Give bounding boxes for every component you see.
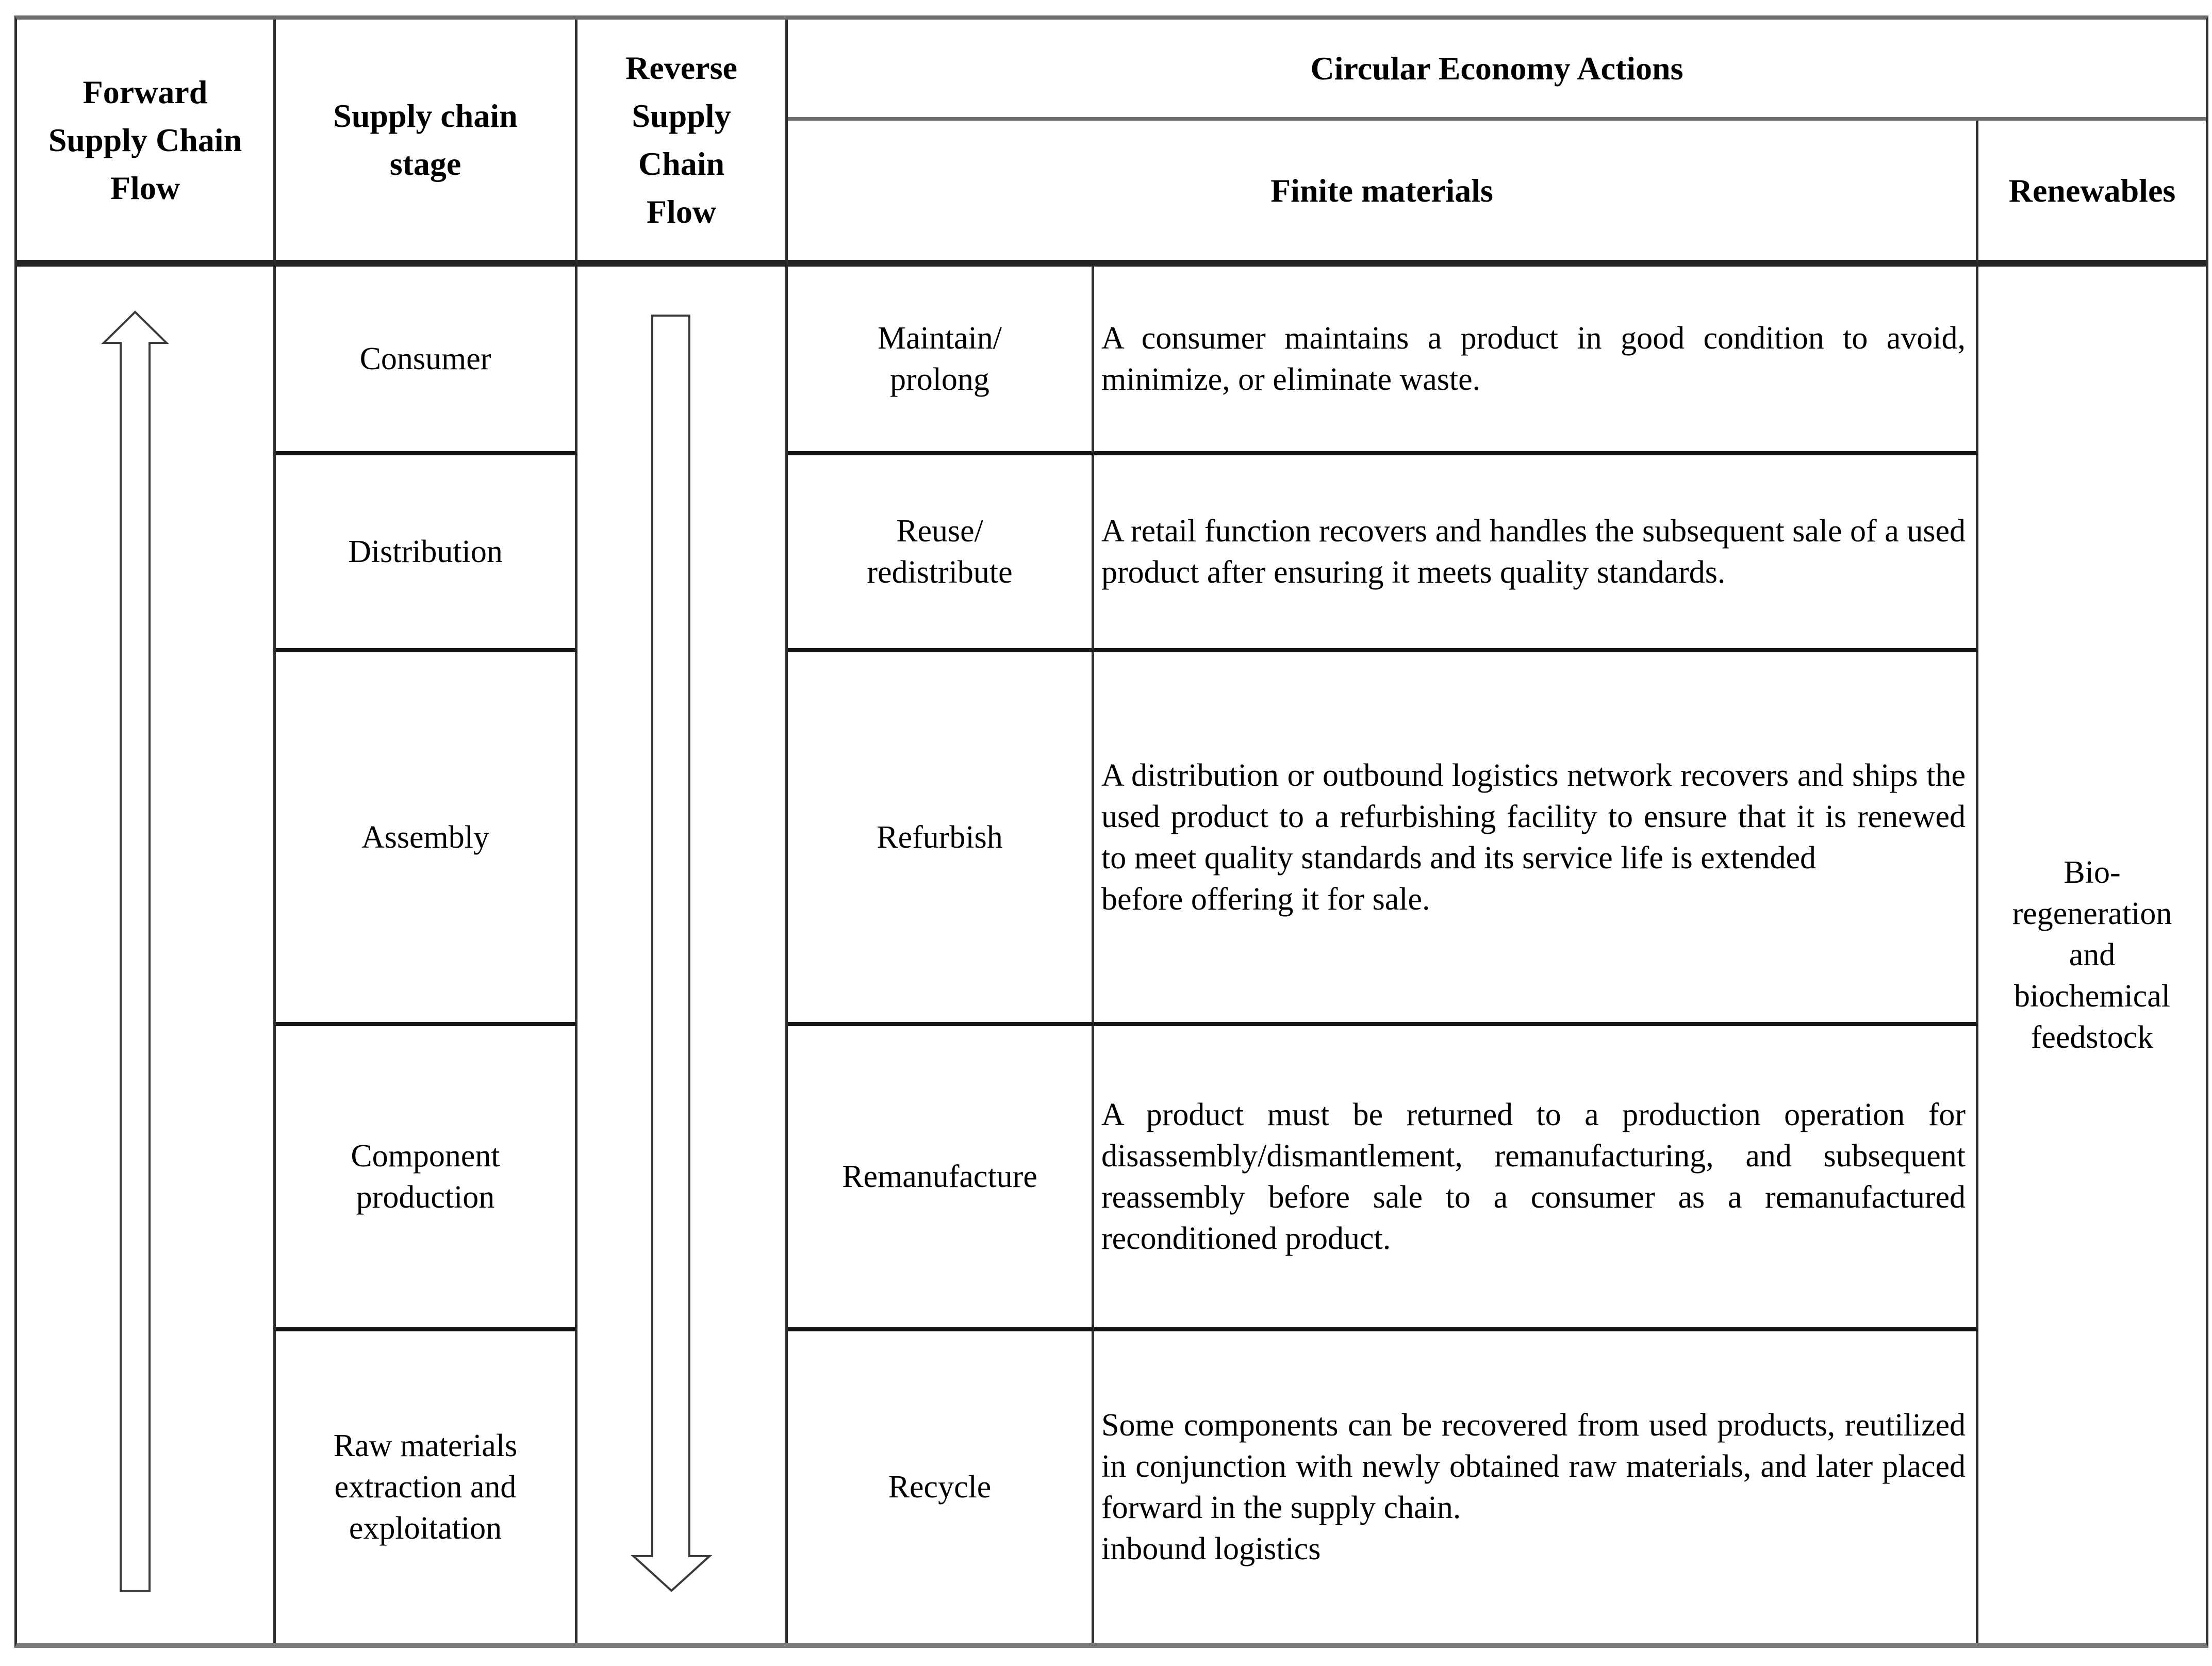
stage-distribution: Distribution (276, 455, 577, 652)
description-text: A retail function recovers and handles t… (1101, 514, 1966, 590)
description-maintain-prolong: A consumer maintains a product in good c… (1094, 267, 1978, 455)
description-text: Some components can be recovered from us… (1101, 1408, 1966, 1566)
renewables-bio-regeneration-cell: Bio- regeneration and biochemical feedst… (2012, 854, 2172, 1055)
stage-component-production: Component production (276, 1026, 577, 1331)
description-remanufacture: A product must be returned to a producti… (1094, 1026, 1978, 1331)
stage-assembly: Assembly (276, 652, 577, 1026)
forward-flow-arrow-cell (17, 267, 276, 1643)
down-block-arrow-icon (631, 315, 713, 1592)
description-recycle: Some components can be recovered from us… (1094, 1331, 1978, 1643)
stage-consumer: Consumer (276, 267, 577, 455)
header-renewables: Renewables (1978, 121, 2206, 267)
header-circular-economy-actions: Circular Economy Actions (788, 20, 2206, 121)
action-refurbish: Refurbish (788, 652, 1094, 1026)
description-text: A consumer maintains a product in good c… (1101, 321, 1966, 397)
description-refurbish: A distribution or outbound logistics net… (1094, 652, 1978, 1026)
circular-economy-table: Forward Supply Chain Flow Supply chain s… (14, 15, 2208, 1648)
action-reuse-redistribute: Reuse/ redistribute (788, 455, 1094, 652)
description-reuse-redistribute: A retail function recovers and handles t… (1094, 455, 1978, 652)
header-supply-chain-stage: Supply chain stage (276, 20, 577, 267)
header-finite-materials: Finite materials (788, 121, 1978, 267)
stage-raw-materials: Raw materials extraction and exploitatio… (276, 1331, 577, 1643)
description-text: A product must be returned to a producti… (1101, 1097, 1966, 1256)
action-remanufacture: Remanufacture (788, 1026, 1094, 1331)
action-maintain-prolong: Maintain/ prolong (788, 267, 1094, 455)
reverse-flow-arrow-cell (577, 267, 788, 1643)
up-block-arrow-icon (101, 310, 169, 1592)
header-reverse-supply-chain-flow: Reverse Supply Chain Flow (577, 20, 788, 267)
action-recycle: Recycle (788, 1331, 1094, 1643)
header-forward-supply-chain-flow: Forward Supply Chain Flow (17, 20, 276, 267)
description-text: A distribution or outbound logistics net… (1101, 757, 1966, 917)
